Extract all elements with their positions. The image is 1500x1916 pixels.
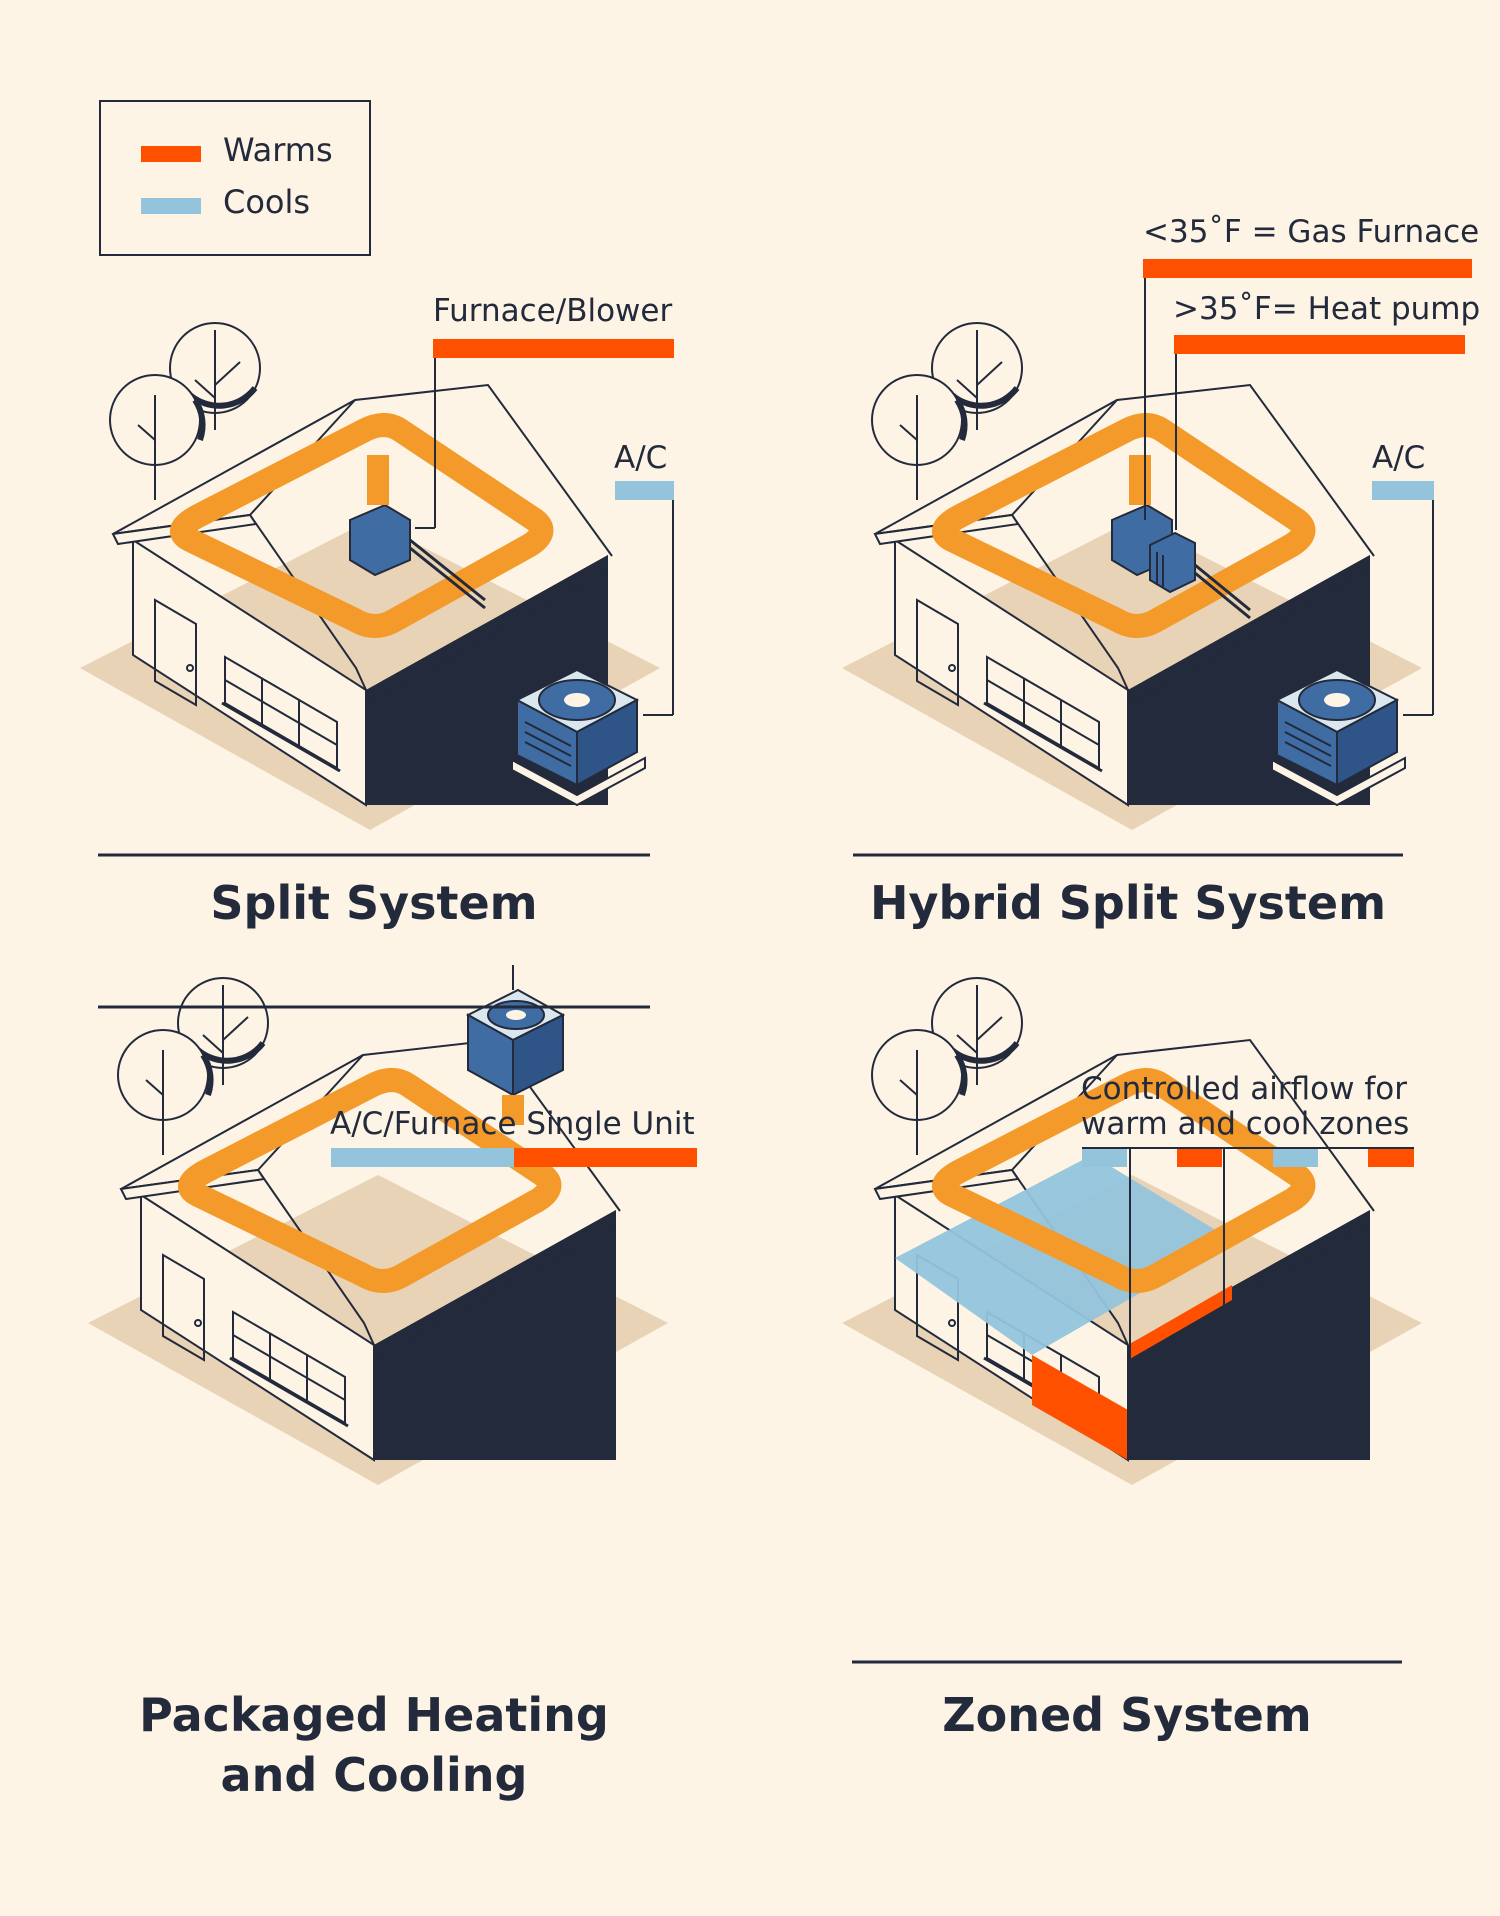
panel-split-system	[78, 323, 674, 857]
split-system-title: Split System	[210, 876, 538, 930]
heat-pump-label: >35˚F= Heat pump	[1173, 291, 1481, 327]
ac-label: A/C	[614, 440, 668, 476]
single-unit-warm-bar	[514, 1148, 697, 1167]
legend-warms-label: Warms	[223, 131, 333, 169]
single-unit-cool-bar	[331, 1148, 514, 1167]
packaged-title-line2: and Cooling	[220, 1748, 528, 1802]
legend-cools-label: Cools	[223, 183, 311, 221]
panel-zoned-system	[840, 978, 1424, 1487]
panel-hybrid-split-system	[840, 259, 1472, 857]
gas-furnace-label: <35˚F = Gas Furnace	[1143, 214, 1480, 250]
legend-cool-swatch	[141, 198, 201, 214]
legend: Warms Cools	[99, 100, 371, 256]
legend-warm-swatch	[141, 146, 201, 162]
zoned-callout-bars	[852, 1147, 1414, 1664]
single-unit-label: A/C/Furnace Single Unit	[330, 1106, 695, 1142]
furnace-blower-label: Furnace/Blower	[433, 293, 673, 329]
zoned-callout-line2: warm and cool zones	[1081, 1106, 1410, 1142]
hybrid-split-system-title: Hybrid Split System	[869, 876, 1387, 930]
packaged-title-line1: Packaged Heating	[139, 1688, 609, 1742]
zoned-callout-line1: Controlled airflow for	[1081, 1071, 1407, 1107]
ac-label-hybrid: A/C	[1372, 440, 1426, 476]
zoned-system-title: Zoned System	[942, 1688, 1312, 1742]
panel-packaged-heating-cooling	[86, 965, 670, 1487]
